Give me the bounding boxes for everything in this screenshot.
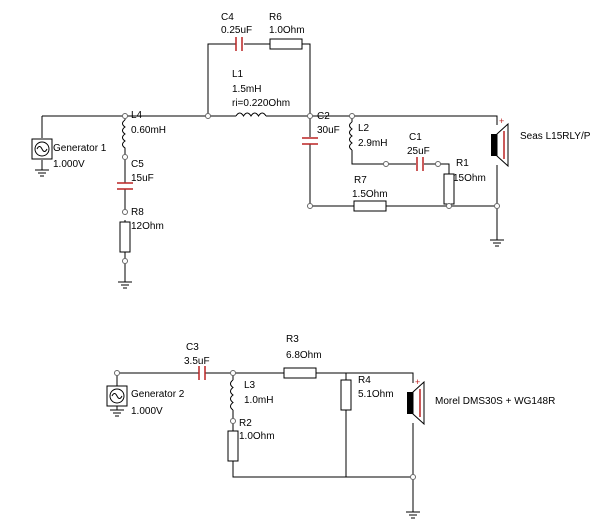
circuit1-nodes xyxy=(122,113,500,264)
l4-ref: L4 xyxy=(131,110,143,121)
inductor-l1[interactable] xyxy=(235,112,267,117)
r8-ref: R8 xyxy=(131,207,144,218)
resistor-r3[interactable] xyxy=(283,367,317,379)
generator-1-value: 1.000V xyxy=(53,159,85,170)
generator-2-source[interactable] xyxy=(106,385,128,407)
capacitor-c3[interactable] xyxy=(198,366,206,380)
generator-1-label: Generator 1 xyxy=(53,143,107,154)
inductor-l2[interactable] xyxy=(349,121,353,151)
capacitor-c2[interactable] xyxy=(302,137,318,145)
r7-value: 1.5Ohm xyxy=(352,189,388,200)
c2-value: 30uF xyxy=(317,125,340,136)
l3-ref: L3 xyxy=(244,380,256,391)
c5-value: 15uF xyxy=(131,173,154,184)
speaker-2-ground-icon xyxy=(406,511,420,519)
resistor-r7[interactable] xyxy=(353,200,387,212)
l1-ri: ri=0.220Ohm xyxy=(232,98,290,109)
speaker-1-icon[interactable] xyxy=(491,122,509,168)
capacitor-c1[interactable] xyxy=(416,157,424,171)
speaker-1-ground-icon xyxy=(490,239,504,247)
r7-ref: R7 xyxy=(354,175,367,186)
r8-value: 12Ohm xyxy=(131,221,164,232)
speaker-2-label: Morel DMS30S + WG148R xyxy=(435,396,555,407)
generator-2-label: Generator 2 xyxy=(131,389,185,400)
c1-value: 25uF xyxy=(407,146,430,157)
l1-value: 1.5mH xyxy=(232,84,261,95)
r6-value: 1.0Ohm xyxy=(269,25,305,36)
r4-value: 5.1Ohm xyxy=(358,389,394,400)
c4-ref: C4 xyxy=(221,12,234,23)
l2-value: 2.9mH xyxy=(358,138,387,149)
r6-ref: R6 xyxy=(269,12,282,23)
resistor-r6[interactable] xyxy=(269,38,303,50)
generator-1-ground-icon xyxy=(35,169,49,177)
speaker-1-label: Seas L15RLY/P xyxy=(520,131,591,142)
r3-value: 6.8Ohm xyxy=(286,350,322,361)
resistor-r4[interactable] xyxy=(340,379,352,411)
r3-ref: R3 xyxy=(286,334,299,345)
r1-value: 15Ohm xyxy=(453,173,486,184)
r1-ref: R1 xyxy=(456,158,469,169)
resistor-r8[interactable] xyxy=(119,221,131,253)
c3-value: 3.5uF xyxy=(184,356,210,367)
resistor-r2[interactable] xyxy=(227,430,239,462)
capacitor-c4[interactable] xyxy=(235,37,243,51)
c2-ref: C2 xyxy=(317,111,330,122)
r2-value: 1.0Ohm xyxy=(239,431,275,442)
generator-2-ground-icon xyxy=(110,409,124,417)
l1-ref: L1 xyxy=(232,69,244,80)
capacitor-c5[interactable] xyxy=(117,182,133,190)
l2-ref: L2 xyxy=(358,123,370,134)
c5-ref: C5 xyxy=(131,159,144,170)
circuit2-wires xyxy=(116,372,414,512)
c3-ref: C3 xyxy=(186,342,199,353)
speaker-2-icon[interactable] xyxy=(407,380,425,426)
speaker-2-plus: + xyxy=(415,377,420,387)
c4-value: 0.25uF xyxy=(221,25,252,36)
speaker-1-plus: + xyxy=(499,116,504,126)
generator-1-source[interactable] xyxy=(31,138,53,160)
r4-ref: R4 xyxy=(358,375,371,386)
inductor-l4[interactable] xyxy=(122,119,126,150)
c1-ref: C1 xyxy=(409,132,422,143)
l3-value: 1.0mH xyxy=(244,395,273,406)
l4-value: 0.60mH xyxy=(131,125,166,136)
r8-ground-icon xyxy=(118,281,132,289)
circuit1-wires xyxy=(41,43,498,282)
generator-2-value: 1.000V xyxy=(131,406,163,417)
r2-ref: R2 xyxy=(239,418,252,429)
inductor-l3[interactable] xyxy=(230,379,234,411)
circuit2-nodes xyxy=(114,370,416,480)
